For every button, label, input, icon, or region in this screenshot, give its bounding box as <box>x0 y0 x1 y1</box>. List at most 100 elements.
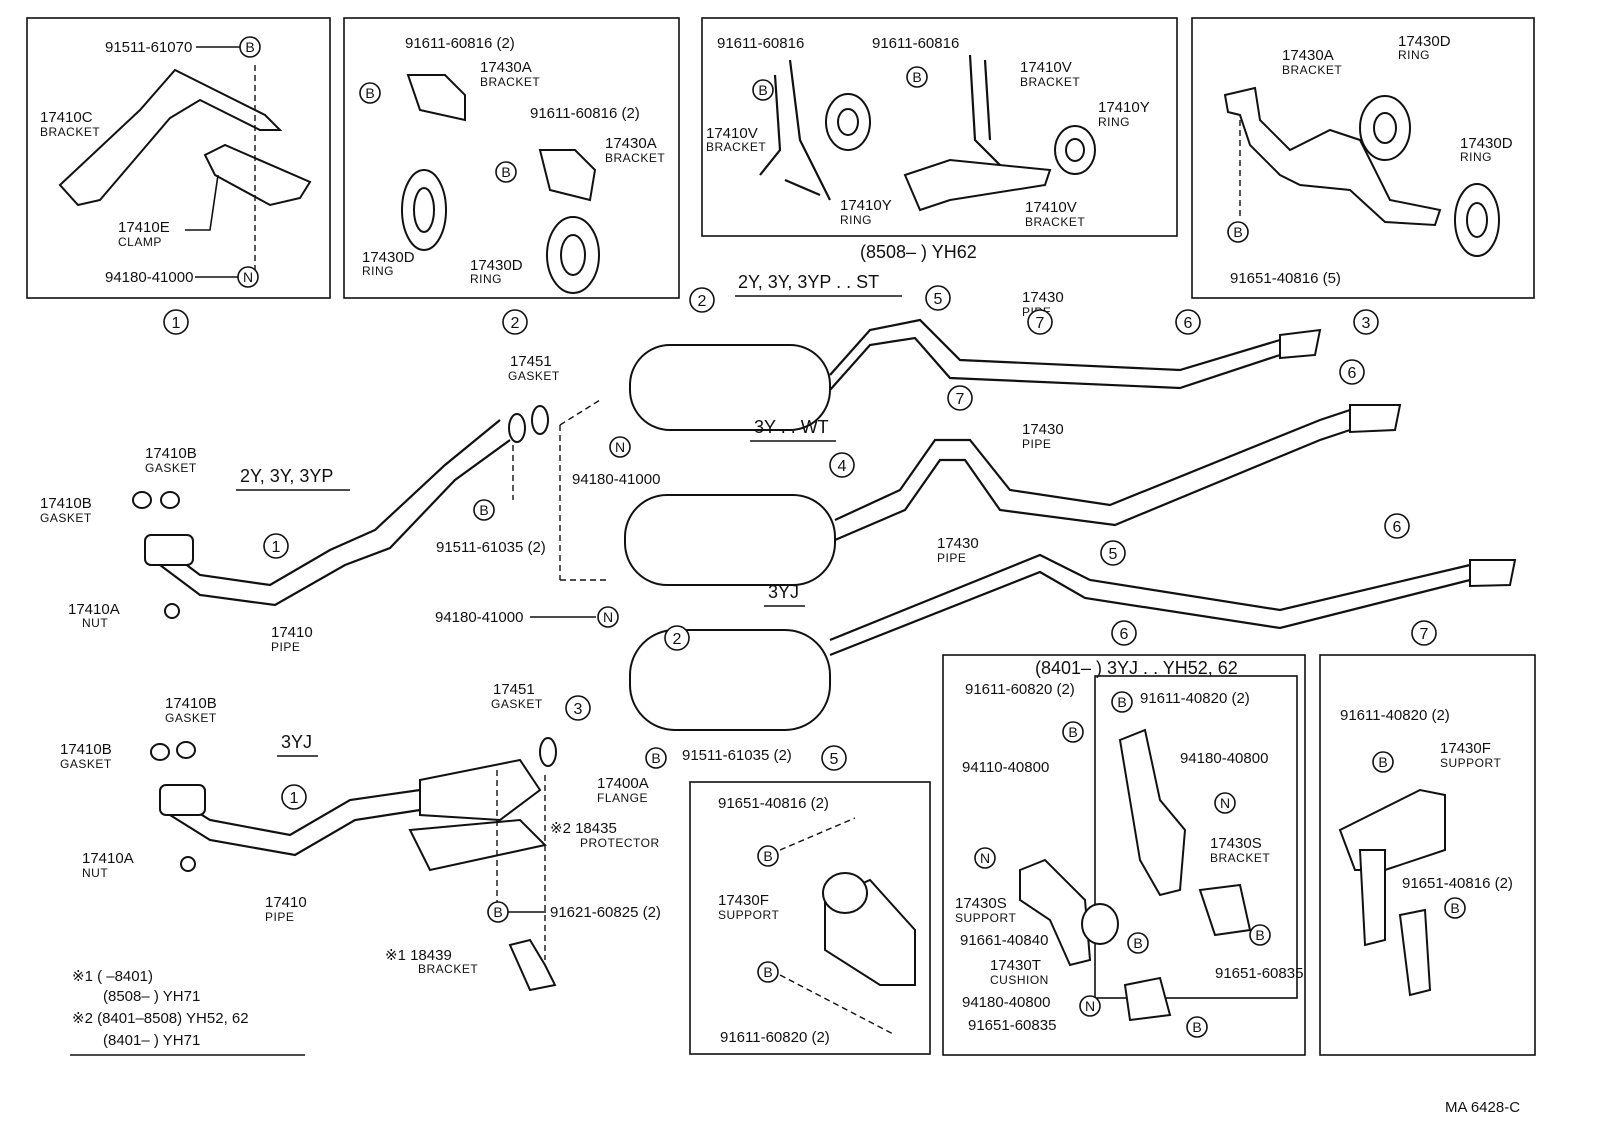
label-protector: PROTECTOR <box>580 836 660 850</box>
bolt-marker-20: B <box>1186 1016 1208 1038</box>
svg-text:B: B <box>1117 694 1126 710</box>
label-d4-ring2: RING <box>1460 150 1492 164</box>
svg-text:4: 4 <box>838 458 847 475</box>
callout-7-16: 7 <box>1411 620 1437 646</box>
detail-box-7: 91611-40820 (2) 17430F SUPPORT 91651-408… <box>1319 654 1536 1056</box>
callout-5-5: 5 <box>925 285 951 311</box>
detail-box-2: 91611-60816 (2) 17430A BRACKET 91611-608… <box>343 17 680 299</box>
caption-d6: (8401– ) 3YJ . . YH52, 62 <box>1035 658 1238 678</box>
detail-box-3: 91611-60816 91611-60816 17410V BRACKET 1… <box>701 17 1178 262</box>
callout-2-13: 2 <box>664 625 690 651</box>
exhaust-system-wt <box>624 404 1402 586</box>
bolt-marker-5: B <box>906 66 928 88</box>
label-d6-17430t: 17430T <box>990 957 1041 974</box>
label-d3-17410y: 17410Y <box>1098 99 1150 116</box>
svg-text:B: B <box>365 85 374 101</box>
label-d1-n: 94180-41000 <box>105 269 193 286</box>
svg-text:6: 6 <box>1393 519 1402 536</box>
label-pipe-2: PIPE <box>265 910 294 924</box>
notes: ※1 ( –8401) (8508– ) YH71 ※2 (8401–8508)… <box>70 968 305 1056</box>
label-17410b-2: 17410B <box>40 495 92 512</box>
callout-1-0: 1 <box>163 309 189 335</box>
note-2: (8508– ) YH71 <box>103 988 200 1005</box>
label-bracket-18439: BRACKET <box>418 962 478 976</box>
title-2y3y: 2Y, 3Y, 3YP <box>240 466 333 486</box>
label-d3-17410v2: 17410V <box>706 125 758 142</box>
label-17410: 17410 <box>271 624 313 641</box>
label-d5-17430f: 17430F <box>718 892 769 909</box>
detail-box-6: (8401– ) 3YJ . . YH52, 62 91611-60820 (2… <box>942 654 1306 1056</box>
bolt-marker-14: B <box>1062 721 1084 743</box>
callout-7-8: 7 <box>947 385 973 411</box>
label-d6-b1: 91611-60820 (2) <box>965 681 1075 698</box>
callout-1-17: 1 <box>281 784 307 810</box>
label-17430-a: 17430 <box>1022 289 1064 306</box>
bolt-marker-21: B <box>1249 924 1271 946</box>
label-17410-b: 17410 <box>265 894 307 911</box>
nut-marker-16: N <box>1214 792 1236 814</box>
label-17410b-4: 17410B <box>60 741 112 758</box>
label-nut-2: NUT <box>82 866 108 880</box>
label-d6-bracket: BRACKET <box>1210 851 1270 865</box>
label-d6-b4: 91651-60835 <box>968 1017 1056 1034</box>
label-d6-n1: 94110-40800 <box>962 759 1049 776</box>
note-4: (8401– ) YH71 <box>103 1032 200 1049</box>
label-17410a: 17410A <box>68 601 120 618</box>
callout-5-12: 5 <box>1100 540 1126 566</box>
label-d7-b1: 91611-40820 (2) <box>1340 707 1450 724</box>
label-18435: ※2 18435 <box>550 820 617 837</box>
label-d2-17430a: 17430A <box>480 59 532 76</box>
svg-text:B: B <box>763 848 772 864</box>
label-d6-n3: 94180-40800 <box>962 994 1050 1011</box>
label-d6-support: SUPPORT <box>955 911 1016 925</box>
svg-text:B: B <box>1378 754 1387 770</box>
bolt-marker-10: B <box>645 747 667 769</box>
label-gasket-b: GASKET <box>491 697 543 711</box>
note-3: ※2 (8401–8508) YH52, 62 <box>72 1010 249 1027</box>
svg-text:N: N <box>603 609 613 625</box>
svg-text:N: N <box>980 850 990 866</box>
label-d4-17430d: 17430D <box>1398 33 1451 50</box>
label-d3-ring2: RING <box>840 213 872 227</box>
label-pipe-1: PIPE <box>271 640 300 654</box>
label-d3-ring: RING <box>1098 115 1130 129</box>
svg-text:5: 5 <box>934 291 943 308</box>
label-d3-bracket: BRACKET <box>1020 75 1080 89</box>
svg-text:5: 5 <box>1109 546 1118 563</box>
label-d1-17410e: 17410E <box>118 219 170 236</box>
svg-text:5: 5 <box>830 751 839 768</box>
svg-text:N: N <box>1085 998 1095 1014</box>
callout-5-18: 5 <box>821 745 847 771</box>
svg-text:N: N <box>243 269 253 285</box>
svg-text:1: 1 <box>290 790 299 807</box>
svg-text:2: 2 <box>673 631 682 648</box>
label-d3-b: 91611-60816 <box>872 35 959 52</box>
label-d2-ring: RING <box>362 264 394 278</box>
bolt-marker-2: B <box>359 82 381 104</box>
callout-2-1: 2 <box>502 309 528 335</box>
front-pipe-upper <box>144 419 511 607</box>
label-17400a: 17400A <box>597 775 649 792</box>
svg-text:B: B <box>479 502 488 518</box>
label-pipe-b: PIPE <box>1022 437 1051 451</box>
label-d4-17430a: 17430A <box>1282 47 1334 64</box>
bolt-marker-23: B <box>1444 897 1466 919</box>
label-gasket-3: GASKET <box>165 711 217 725</box>
callout-6-11: 6 <box>1384 513 1410 539</box>
label-n1: 94180-41000 <box>572 471 660 488</box>
label-gasket-2: GASKET <box>40 511 92 525</box>
title-3yj-front: 3YJ <box>281 732 312 752</box>
label-d1-clamp: CLAMP <box>118 235 162 249</box>
label-17410a-2: 17410A <box>82 850 134 867</box>
callout-3-2: 3 <box>1353 309 1379 335</box>
label-17430-c: 17430 <box>937 535 979 552</box>
svg-text:B: B <box>501 164 510 180</box>
svg-text:B: B <box>1450 900 1459 916</box>
label-d7-17430f: 17430F <box>1440 740 1491 757</box>
caption-d3: (8508– ) YH62 <box>860 242 977 262</box>
title-3yj: 3YJ <box>768 582 799 602</box>
svg-text:7: 7 <box>1036 315 1045 332</box>
label-flange: FLANGE <box>597 791 648 805</box>
